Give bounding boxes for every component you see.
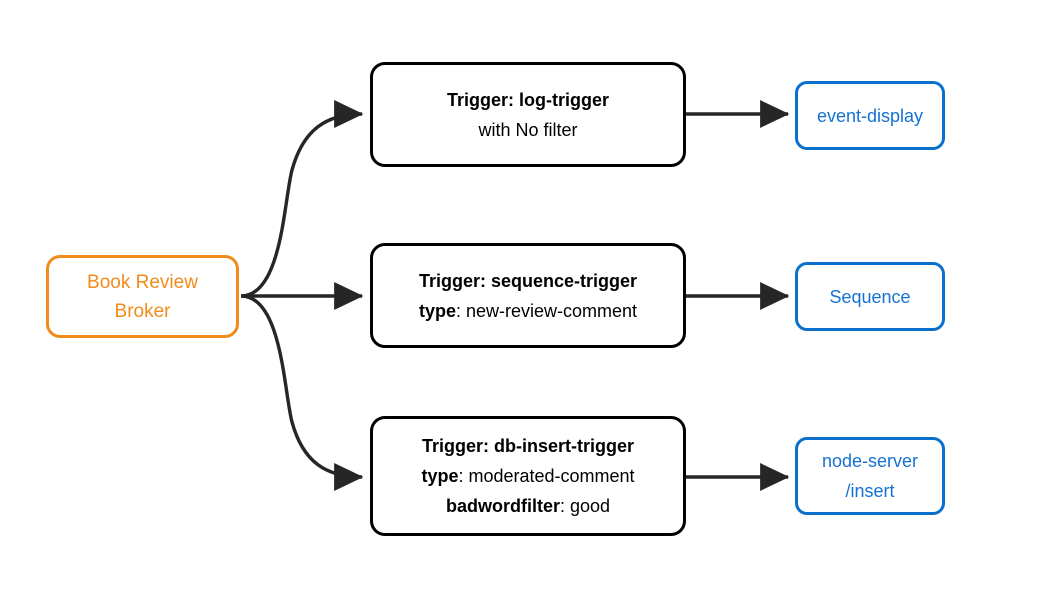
node-sequence-trigger[interactable]: Trigger: sequence-trigger type: new-revi… bbox=[370, 243, 686, 348]
sequence-trigger-detail-1-key: type bbox=[418, 300, 456, 321]
db-insert-trigger-detail-1: type: moderated-comment bbox=[421, 461, 634, 491]
edge-broker-to-log-trigger bbox=[240, 100, 364, 298]
db-insert-trigger-detail-1-value: : moderated-comment bbox=[458, 466, 635, 486]
sequence-trigger-detail-1: type: new-review-comment bbox=[419, 296, 637, 326]
db-insert-trigger-detail-2: badwordfilter: good bbox=[446, 491, 610, 521]
sequence-label: Sequence bbox=[829, 286, 911, 307]
node-node-server-insert[interactable]: node-server /insert bbox=[795, 437, 945, 515]
db-insert-trigger-detail-1-key: type bbox=[421, 466, 459, 486]
sequence-trigger-detail-1-value: : new-review-comment bbox=[455, 300, 638, 321]
broker-label-line-1: Book Review bbox=[87, 271, 198, 293]
node-event-display[interactable]: event-display bbox=[795, 81, 945, 150]
sequence-trigger-title: Trigger: sequence-trigger bbox=[418, 270, 638, 291]
node-log-trigger[interactable]: Trigger: log-trigger with No filter bbox=[370, 62, 686, 167]
node-server-label-line-1: node-server bbox=[821, 451, 919, 471]
log-trigger-detail-1-value: with No filter bbox=[478, 119, 578, 140]
db-insert-trigger-title: Trigger: db-insert-trigger bbox=[421, 436, 634, 456]
node-server-label-line-2: /insert bbox=[845, 481, 895, 501]
log-trigger-detail-1: with No filter bbox=[478, 115, 577, 145]
node-book-review-broker[interactable]: Book Review Broker bbox=[46, 255, 239, 338]
log-trigger-title: Trigger: log-trigger bbox=[447, 89, 609, 110]
event-display-label: event-display bbox=[816, 105, 924, 126]
db-insert-trigger-detail-2-value: : good bbox=[559, 496, 611, 516]
db-insert-trigger-detail-2-key: badwordfilter bbox=[445, 496, 560, 516]
node-sequence[interactable]: Sequence bbox=[795, 262, 945, 331]
edge-broker-to-db-insert-trigger bbox=[240, 294, 364, 491]
node-db-insert-trigger[interactable]: Trigger: db-insert-trigger type: moderat… bbox=[370, 416, 686, 536]
broker-label-line-2: Broker bbox=[114, 300, 171, 322]
